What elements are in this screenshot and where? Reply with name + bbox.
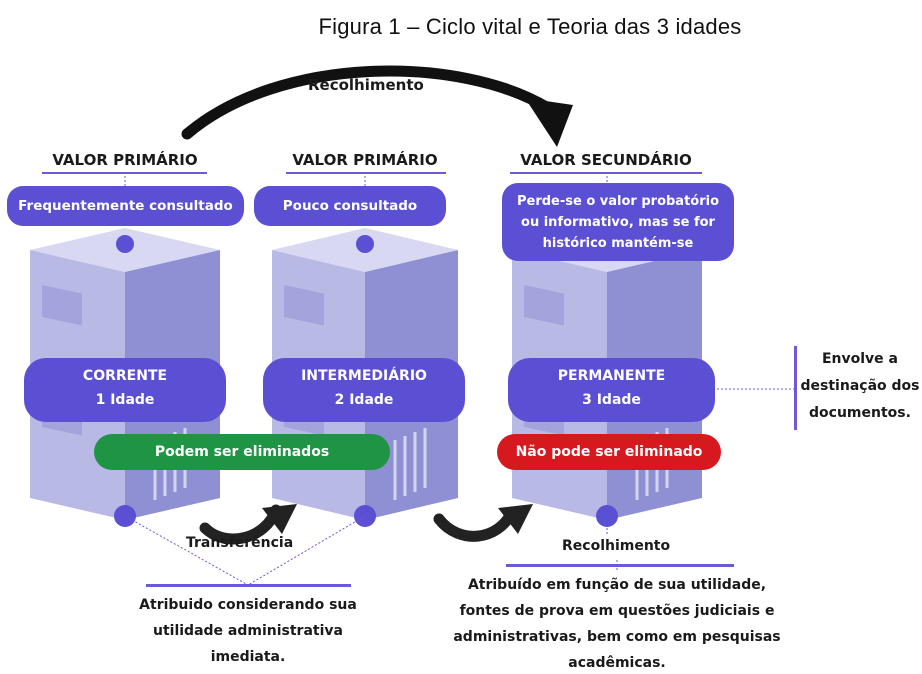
transferencia-label: Transferência: [186, 535, 294, 551]
top-arrow-label: Recolhimento: [308, 76, 424, 94]
envolve-bar: [794, 346, 797, 430]
arrowhead-icon: [525, 98, 573, 147]
non-eliminable-badge: Não pode ser eliminado: [497, 434, 721, 470]
valor-label: VALOR SECUNDÁRIO: [520, 151, 692, 169]
frequency-box: Frequentemente consultado: [7, 186, 244, 226]
frequency-box: Perde-se o valor probatório ou informati…: [502, 183, 734, 261]
recolhimento-top-arrow: [181, 65, 554, 140]
note-left-bar: [146, 584, 351, 587]
stage-name: CORRENTE: [82, 368, 168, 384]
figure-title: Figura 1 – Ciclo vital e Teoria das 3 id…: [318, 14, 742, 39]
stage-box-intermediario: INTERMEDIÁRIO 2 Idade: [263, 358, 465, 422]
note-right-bar: [506, 564, 734, 567]
envolve-note: Envolve a destinação dos documentos.: [800, 351, 920, 421]
stage-box-permanente: PERMANENTE 3 Idade: [508, 358, 715, 422]
valor-label: VALOR PRIMÁRIO: [52, 151, 198, 169]
dot-marker: [596, 505, 618, 527]
frequency-box: Pouco consultado: [254, 186, 446, 226]
arrowhead-icon: [262, 504, 297, 534]
stage-name: PERMANENTE: [557, 368, 666, 384]
note-right: Atribuído em função de sua utilidade, fo…: [453, 577, 781, 671]
recolhimento-bottom-arrow: [433, 506, 518, 542]
connector-line: [124, 515, 249, 586]
stage-age: 3 Idade: [582, 392, 641, 408]
stage-box-corrente: CORRENTE 1 Idade: [24, 358, 226, 422]
stage-age: 1 Idade: [95, 392, 155, 408]
dot-marker: [356, 235, 374, 253]
valor-underline: [286, 172, 446, 174]
valor-label: VALOR PRIMÁRIO: [292, 151, 438, 169]
dot-marker: [116, 235, 134, 253]
connector-line: [247, 515, 366, 586]
eliminable-badge: Podem ser eliminados: [94, 434, 390, 470]
stage-age: 2 Idade: [334, 392, 394, 408]
recolhimento-bottom-label: Recolhimento: [562, 538, 671, 554]
note-left: Atribuido considerando sua utilidade adm…: [139, 597, 357, 665]
valor-underline: [42, 172, 207, 174]
stage-name: INTERMEDIÁRIO: [301, 368, 427, 384]
valor-underline: [510, 172, 702, 174]
arrowhead-icon: [498, 504, 533, 534]
